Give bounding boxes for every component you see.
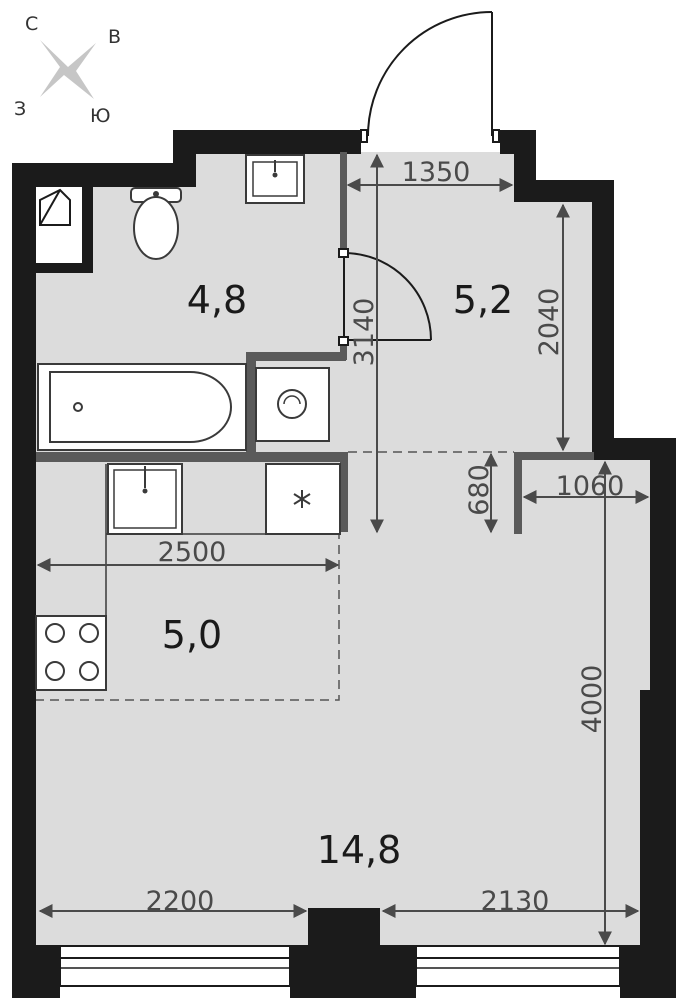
stove [35, 615, 107, 691]
compass-star-icon [40, 40, 96, 99]
dim-label-hall-depth: 2040 [534, 288, 565, 357]
compass-south-label: Ю [90, 105, 111, 127]
exterior-walls [12, 130, 676, 998]
dim-label-window-right: 2130 [481, 886, 550, 917]
kitchen-sink [107, 463, 183, 535]
dim-label-kitchen-width: 2500 [158, 537, 227, 568]
room-area-kitchen: 5,0 [162, 613, 222, 657]
refrigerator [265, 463, 341, 535]
compass-east-label: В [108, 26, 121, 48]
room-area-bathroom: 4,8 [187, 278, 247, 322]
dim-label-niche-width: 1060 [556, 471, 625, 502]
dim-label-hall-width: 1350 [402, 157, 471, 188]
dimension-lines [36, 153, 650, 946]
window [59, 945, 621, 987]
zone-boundaries [36, 451, 514, 701]
bathroom-door[interactable] [338, 248, 432, 346]
sink [245, 154, 305, 204]
dim-label-window-left: 2200 [146, 886, 215, 917]
dim-label-living-depth: 4000 [577, 665, 608, 734]
floor [36, 152, 650, 950]
entrance-door[interactable] [360, 11, 500, 143]
snowflake-icon [293, 490, 311, 508]
bathtub [37, 363, 247, 451]
washing-machine [255, 367, 330, 442]
dimension-labels: 1350 2040 3140 680 1060 2500 4000 2200 2… [146, 157, 625, 917]
dim-label-niche-depth: 680 [464, 464, 495, 516]
room-area-living: 14,8 [317, 828, 402, 872]
compass-west-label: З [14, 98, 26, 120]
dim-label-apartment-depth: 3140 [349, 298, 380, 367]
interior-partitions [36, 152, 594, 534]
compass: С В З Ю [14, 13, 121, 127]
utility-shaft [36, 187, 82, 263]
toilet [130, 187, 182, 260]
room-areas: 4,8 5,2 5,0 14,8 [162, 278, 513, 872]
compass-north-label: С [25, 13, 38, 35]
room-area-hall: 5,2 [453, 278, 513, 322]
